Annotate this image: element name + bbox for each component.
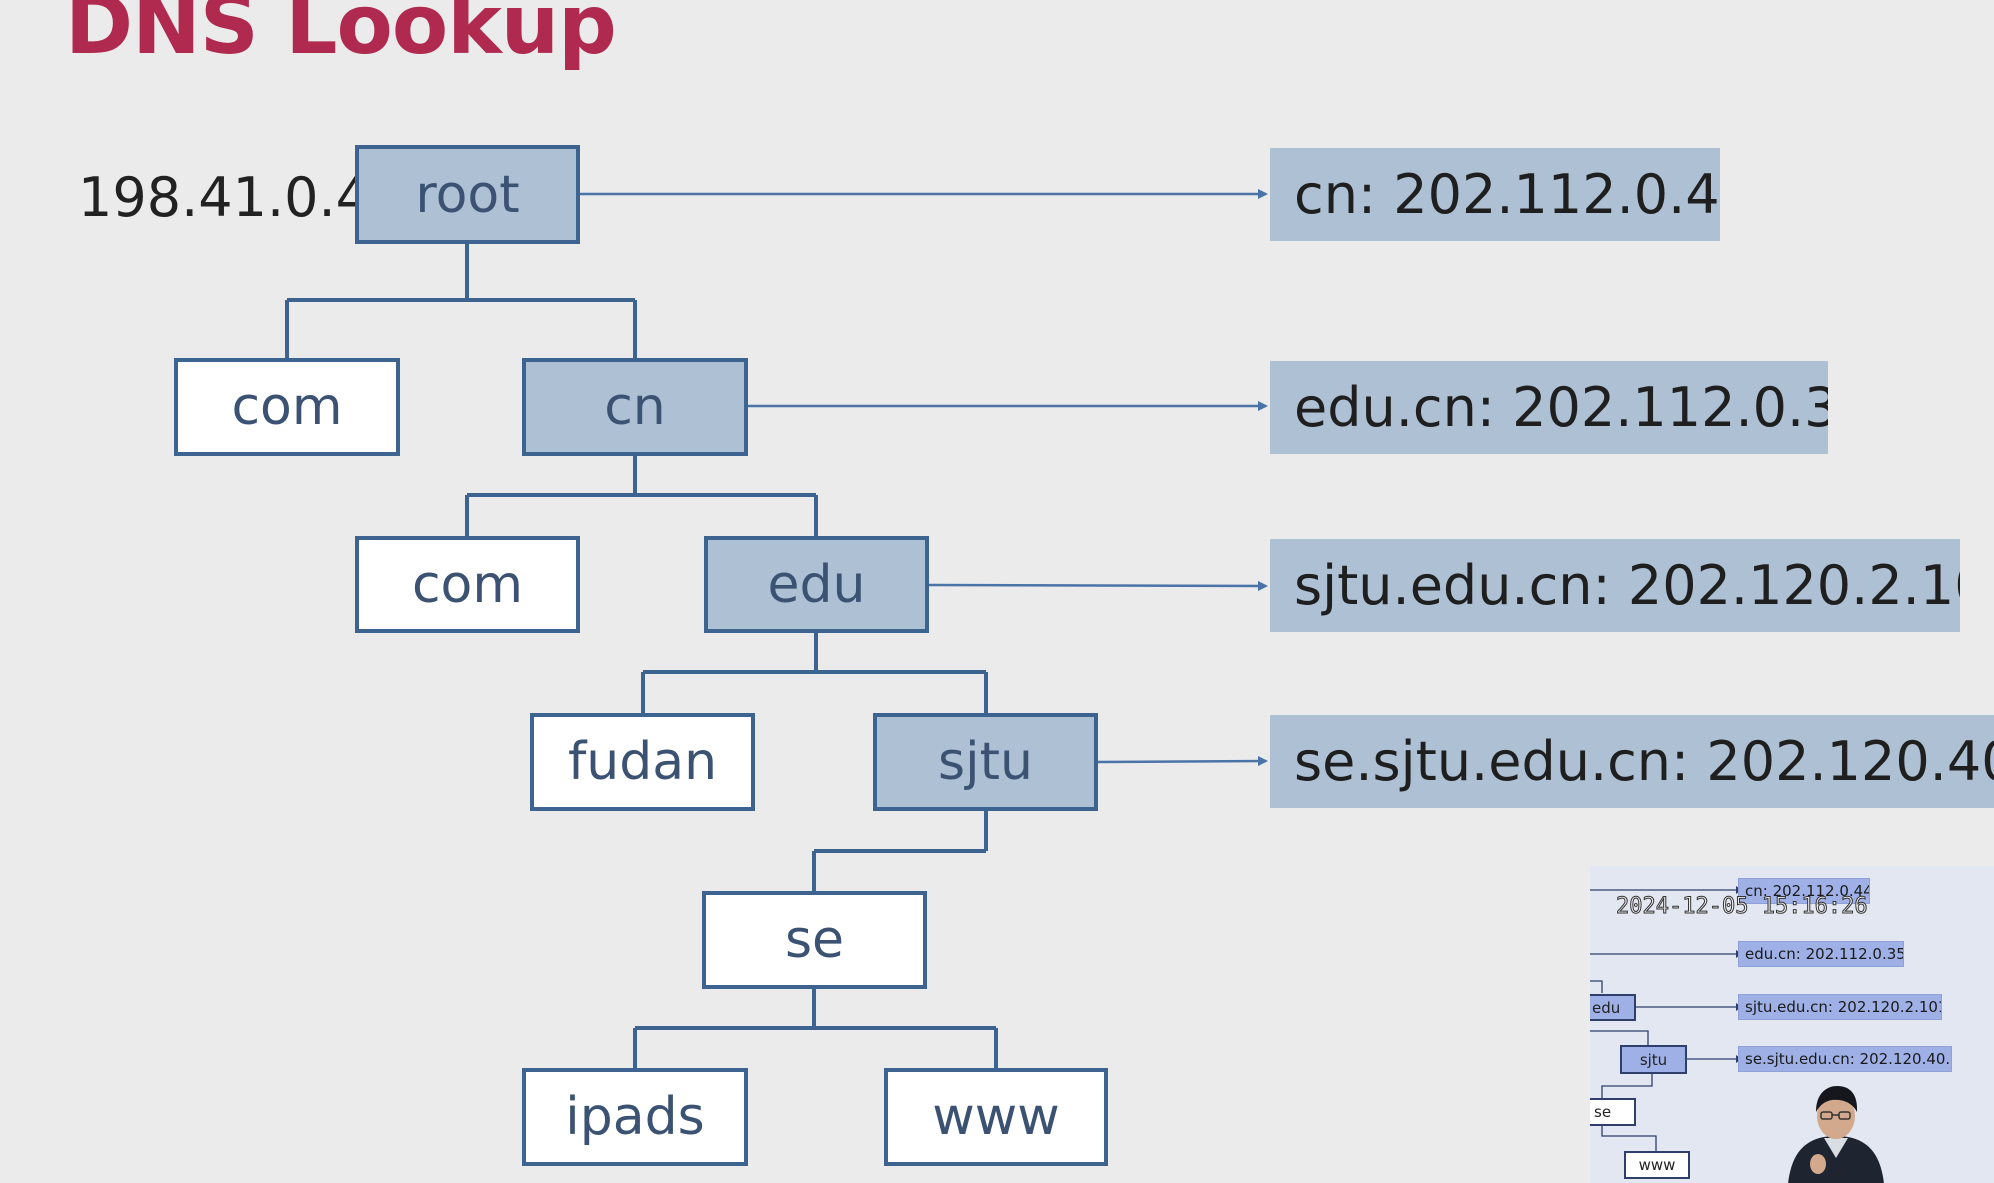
pip-record-edu-cn: edu.cn: 202.112.0.35: [1738, 941, 1904, 967]
node-sjtu: sjtu: [873, 713, 1098, 811]
edge-se: [633, 989, 998, 1068]
pip-record-cn: cn: 202.112.0.44: [1738, 878, 1870, 904]
node-label: cn: [604, 377, 666, 437]
node-fudan: fudan: [530, 713, 755, 811]
presenter-figure: [1788, 1086, 1884, 1183]
arrow-sjtu-to-se: [1097, 756, 1268, 767]
node-label: se: [784, 910, 845, 970]
node-com-cn: com: [355, 536, 580, 633]
video-timestamp: 2024-12-05 15:16:26: [1616, 894, 1869, 920]
presenter-video-inset: cn: 202.112.0.44 edu.cn: 202.112.0.35 sj…: [1590, 866, 1994, 1183]
record-cn: cn: 202.112.0.44: [1270, 148, 1720, 241]
node-label: ipads: [565, 1087, 705, 1147]
record-edu-cn: edu.cn: 202.112.0.35: [1270, 361, 1828, 454]
pip-node-se: se: [1590, 1098, 1636, 1126]
lookup-arrows: [580, 189, 1268, 767]
arrow-edu-to-sjtu: [928, 580, 1268, 591]
slide-title: DNS Lookup: [65, 0, 617, 73]
node-label: com: [231, 377, 343, 437]
node-label: root: [415, 164, 520, 225]
node-label: com: [411, 554, 524, 615]
edge-cn: [465, 456, 818, 536]
node-se: se: [702, 891, 927, 989]
pip-record-se-sjtu: se.sjtu.edu.cn: 202.120.40.2: [1738, 1046, 1952, 1072]
root-ip-label: 198.41.0.4: [78, 166, 370, 229]
edge-edu: [641, 633, 988, 713]
node-label: edu: [767, 554, 866, 615]
edge-root: [285, 244, 637, 358]
pip-node-sjtu: sjtu: [1620, 1045, 1687, 1074]
node-com-top: com: [174, 358, 400, 456]
node-label: fudan: [567, 732, 718, 792]
node-ipads: ipads: [522, 1068, 748, 1166]
node-root: root: [355, 145, 580, 244]
pip-node-edu: edu: [1590, 994, 1636, 1021]
node-www: www: [884, 1068, 1108, 1166]
node-label: sjtu: [938, 732, 1033, 792]
record-sjtu: sjtu.edu.cn: 202.120.2.101: [1270, 539, 1960, 632]
pip-node-www: www: [1624, 1151, 1690, 1179]
node-cn: cn: [522, 358, 748, 456]
pip-record-sjtu: sjtu.edu.cn: 202.120.2.101: [1738, 994, 1942, 1020]
record-se-sjtu: se.sjtu.edu.cn: 202.120.40.2: [1270, 715, 1994, 808]
node-edu: edu: [704, 536, 929, 633]
pip-connectors: [1590, 886, 1742, 1151]
node-label: www: [932, 1087, 1060, 1147]
tree-edges: [285, 244, 998, 1068]
edge-sjtu: [812, 811, 988, 891]
